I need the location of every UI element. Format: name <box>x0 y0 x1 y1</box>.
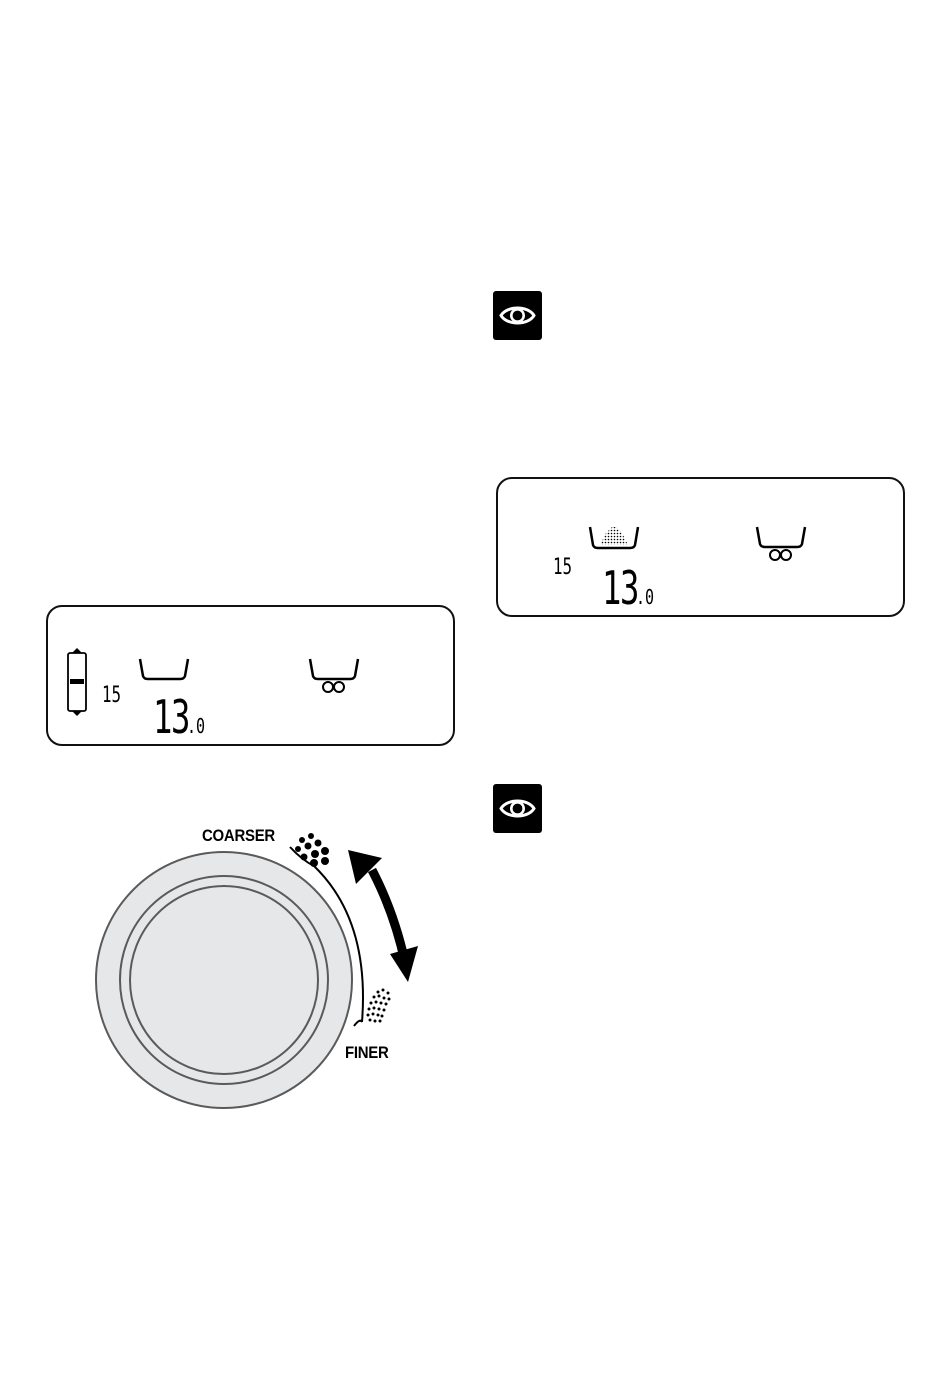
grind-dial[interactable] <box>96 852 352 1108</box>
portafilter-basket-icon <box>753 523 813 563</box>
grind-dial-illustration <box>0 800 460 1120</box>
shots-readout: 15 <box>553 555 572 580</box>
shots-readout: 15 <box>102 683 121 708</box>
double-arrow-icon <box>348 850 418 982</box>
coarser-label: COARSER <box>202 826 275 846</box>
empty-basket-icon <box>136 655 196 685</box>
lcd-display-right: 15 13 .0 <box>496 477 905 617</box>
eye-icon <box>493 784 542 833</box>
portafilter-basket-icon <box>306 655 366 695</box>
grind-size-readout: 13 <box>602 561 638 615</box>
eye-icon <box>493 291 542 340</box>
grind-size-decimal: .0 <box>636 585 654 609</box>
filled-basket-icon <box>586 523 646 553</box>
fine-grounds-icon <box>367 989 391 1023</box>
finer-label: FINER <box>345 1043 389 1063</box>
adjust-bar-icon <box>64 645 90 725</box>
grind-size-decimal: .0 <box>187 714 205 738</box>
lcd-display-left: 15 13 .0 <box>46 605 455 746</box>
grind-size-readout: 13 <box>153 690 189 744</box>
coarse-grounds-icon <box>295 833 329 867</box>
